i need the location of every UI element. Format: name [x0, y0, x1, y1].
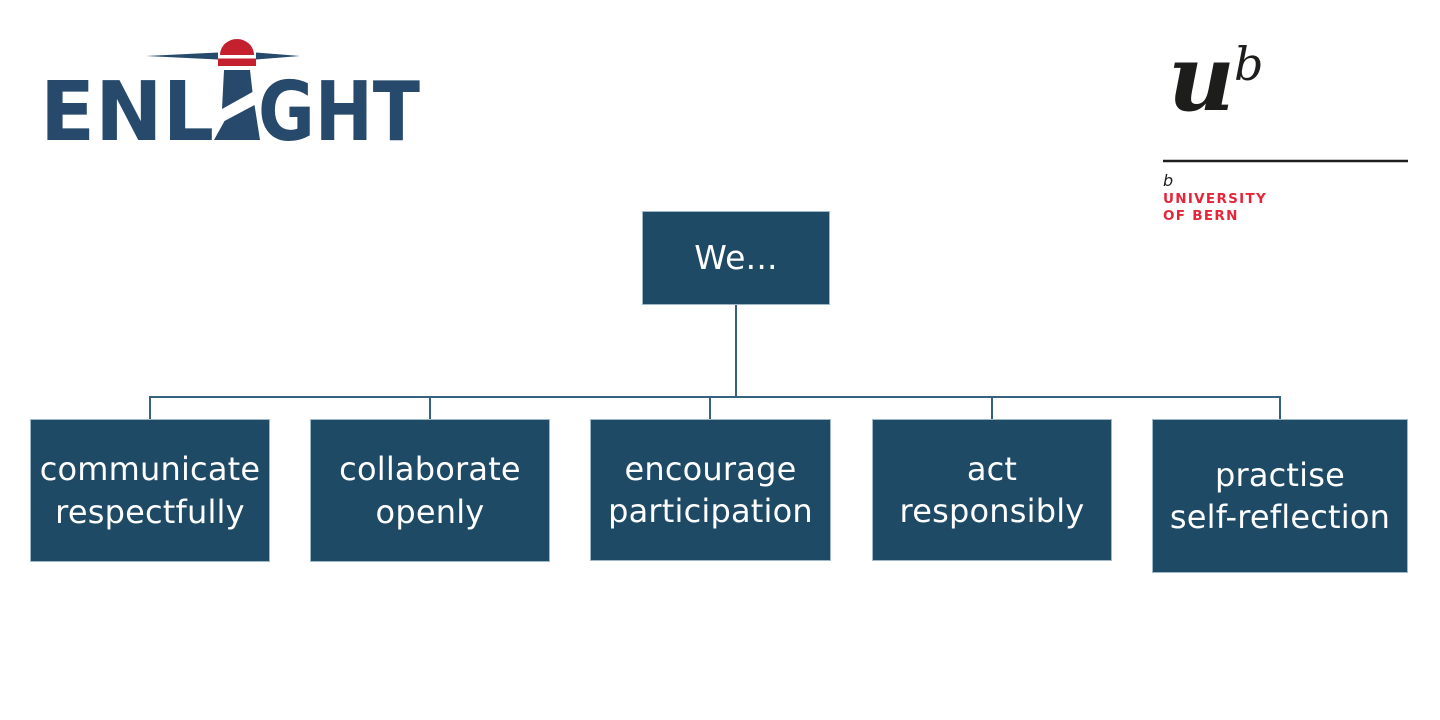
lighthouse-dome	[220, 39, 254, 55]
lighthouse-band	[218, 58, 256, 66]
node-label: encourage participation	[608, 449, 813, 530]
lighthouse-body-lower	[214, 105, 260, 140]
unibern-u-glyph: u	[1168, 28, 1235, 132]
connector-stub-5	[1279, 396, 1281, 420]
unibern-name-line1: UNIVERSITY	[1163, 191, 1267, 207]
connector-stub-1	[149, 396, 151, 420]
root-node-label: We...	[694, 238, 778, 278]
lighthouse-beam-right	[256, 52, 300, 60]
connector-stub-2	[429, 396, 431, 420]
diagram-root-node: We...	[642, 211, 830, 305]
unibern-name-line2: OF BERN	[1163, 208, 1239, 224]
connector-stub-4	[991, 396, 993, 420]
diagram-node-encourage-participation: encourage participation	[590, 419, 831, 561]
unibern-b-small: b	[1163, 171, 1173, 190]
enlight-logo: ENL GHT	[40, 39, 420, 150]
lighthouse-icon	[146, 39, 300, 140]
unibern-b-superscript: b	[1234, 37, 1263, 91]
node-label: collaborate openly	[339, 450, 521, 531]
diagram-node-practise-self-reflection: practise self-reflection	[1152, 419, 1408, 573]
diagram-node-communicate-respectfully: communicate respectfully	[30, 419, 270, 562]
node-label: act responsibly	[899, 449, 1085, 530]
node-label: practise self-reflection	[1169, 455, 1391, 536]
connector-root-vertical	[735, 305, 737, 397]
connector-horizontal	[149, 396, 1281, 398]
unibern-logo: u b b UNIVERSITY OF BERN	[1163, 28, 1408, 224]
enlight-wordmark-right: GHT	[258, 65, 420, 150]
connector-stub-3	[709, 396, 711, 420]
diagram-node-act-responsibly: act responsibly	[872, 419, 1112, 561]
lighthouse-beam-left	[146, 52, 218, 60]
node-label: communicate respectfully	[39, 450, 261, 531]
lighthouse-body-upper	[222, 70, 253, 109]
enlight-wordmark-left: ENL	[40, 65, 214, 150]
diagram-node-collaborate-openly: collaborate openly	[310, 419, 550, 562]
